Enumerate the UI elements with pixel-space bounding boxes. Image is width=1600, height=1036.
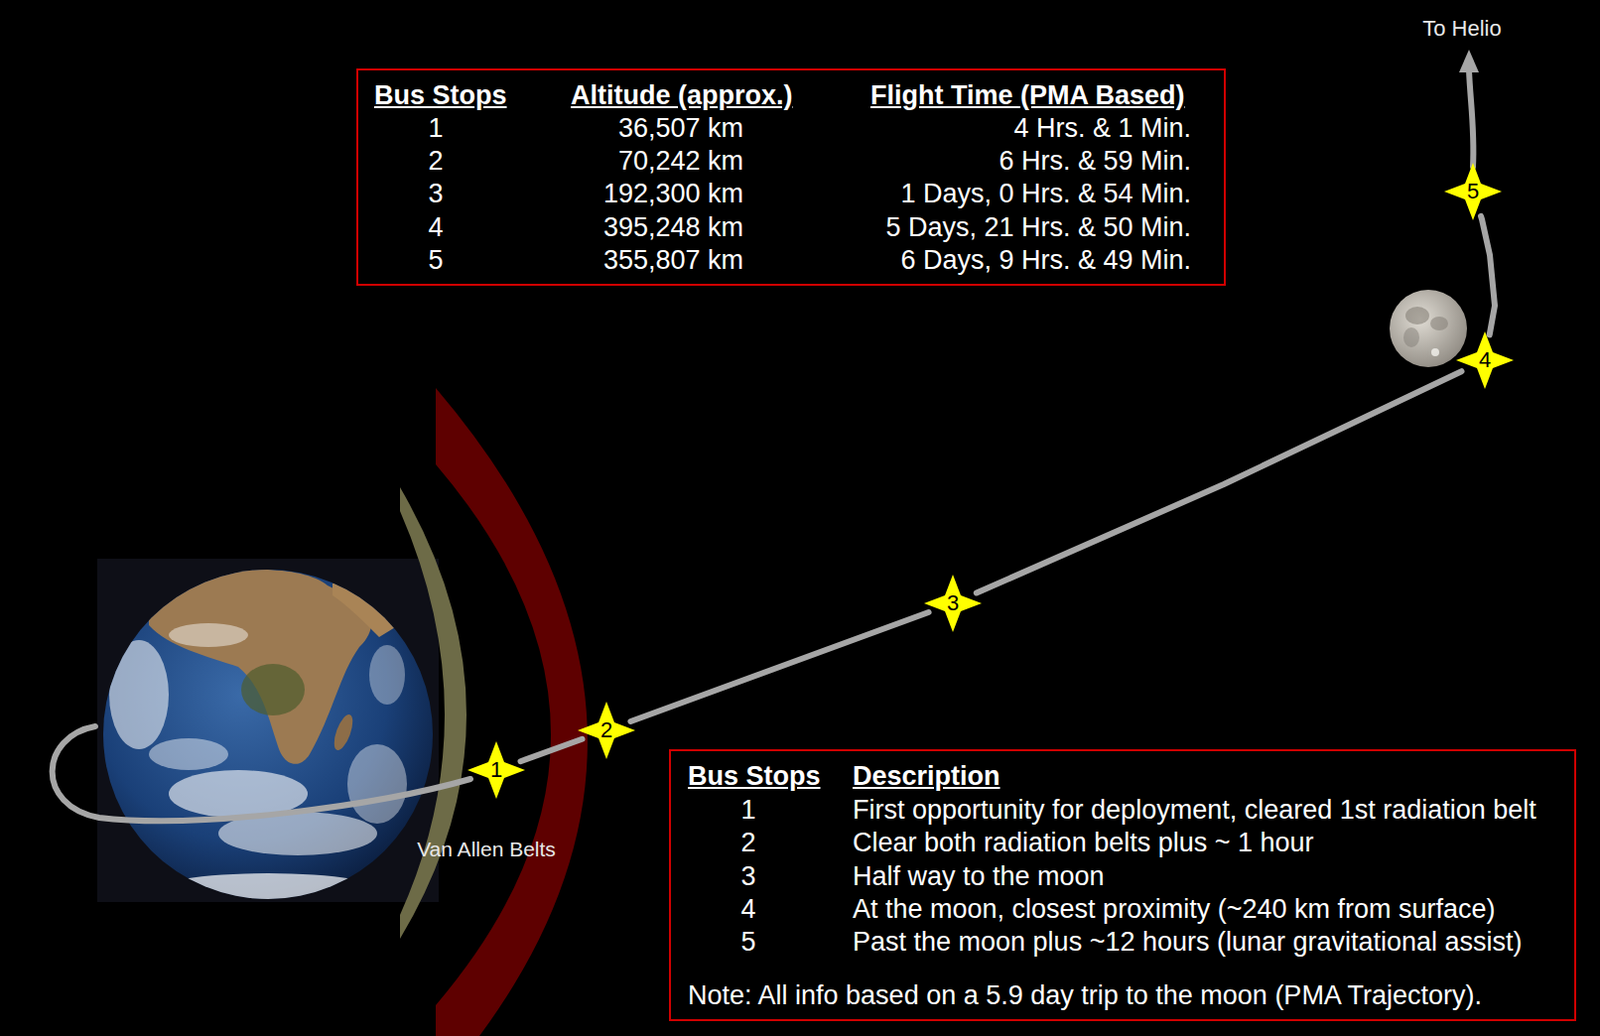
- table-cell: 6 Hrs. & 59 Min.: [998, 144, 1192, 177]
- table-cell: 2: [427, 144, 443, 177]
- table-cell: 4: [427, 211, 443, 244]
- table-cell: 4 Hrs. & 1 Min.: [1013, 112, 1192, 144]
- table-cell: Half way to the moon: [852, 860, 1105, 893]
- bus-stop-star: 2: [577, 701, 636, 760]
- moon: [1389, 289, 1467, 368]
- table-cell: 5: [740, 926, 756, 958]
- trajectory-segment: [976, 371, 1463, 593]
- table-cell: 2: [740, 826, 756, 859]
- callout-number: 4: [1456, 331, 1514, 390]
- table-cell: 70,242 km: [618, 144, 744, 177]
- callout-number: 5: [1444, 162, 1502, 221]
- table-cell: 5 Days, 21 Hrs. & 50 Min.: [885, 211, 1192, 244]
- table-cell: 6 Days, 9 Hrs. & 49 Min.: [900, 244, 1192, 276]
- bus-stop-star: 5: [1444, 162, 1502, 221]
- table-cell: 1: [740, 794, 756, 826]
- table-cell: 3: [427, 177, 443, 210]
- bus-stop-star: 3: [924, 574, 982, 633]
- table-header: Description: [852, 760, 1001, 793]
- bus-stop-star: 4: [1456, 331, 1514, 390]
- table-cell: 3: [740, 860, 756, 893]
- callout-number: 1: [467, 741, 526, 800]
- star-shape: [1444, 162, 1502, 221]
- table-header: Flight Time (PMA Based): [870, 79, 1186, 112]
- table-box: Bus Stops Altitude (approx.) Flight Time (…: [356, 68, 1226, 286]
- table-cell: 1 Days, 0 Hrs. & 54 Min.: [900, 177, 1192, 210]
- star-shape: [1456, 331, 1514, 390]
- table-cell: First opportunity for deployment, cleare…: [852, 794, 1537, 826]
- earth-image: [97, 558, 439, 914]
- table-header: Altitude (approx.): [570, 79, 794, 112]
- inner-radiation-belt: [400, 487, 467, 939]
- table-header: Bus Stops: [687, 760, 821, 793]
- table-cell: 5: [427, 244, 443, 276]
- table-cell: 36,507 km: [618, 112, 744, 144]
- table-cell: 1: [427, 112, 443, 144]
- table-cell: Note: All info based on a 5.9 day trip t…: [687, 979, 1482, 1012]
- star-shape: [467, 741, 526, 800]
- star-shape: [577, 701, 636, 760]
- trajectory-line: [52, 726, 471, 821]
- table-cell: 395,248 km: [603, 211, 744, 244]
- table-box: Bus Stops Description 1 First opportunity f…: [668, 749, 1577, 1022]
- arrowhead: [1459, 49, 1479, 73]
- table-cell: At the moon, closest proximity (~240 km …: [852, 893, 1495, 926]
- table-cell: 4: [740, 893, 756, 926]
- table-cell: 192,300 km: [603, 177, 744, 210]
- trajectory-segment: [630, 612, 929, 722]
- table-cell: Clear both radiation belts plus ~ 1 hour: [852, 826, 1315, 859]
- trajectory-segment: [1480, 216, 1495, 336]
- direction-label: To Helio: [1422, 15, 1501, 42]
- belt-label: Van Allen Belts: [416, 836, 556, 862]
- table-cell: 355,807 km: [603, 244, 744, 276]
- table-cell: Past the moon plus ~12 hours (lunar grav…: [852, 926, 1523, 958]
- trajectory-segment: [521, 739, 583, 762]
- trajectory-line: [1468, 69, 1473, 167]
- callout-number: 2: [577, 701, 636, 760]
- star-shape: [924, 574, 982, 633]
- callout-number: 3: [924, 574, 982, 633]
- bus-stop-star: 1: [467, 741, 526, 800]
- table-header: Bus Stops: [374, 79, 508, 112]
